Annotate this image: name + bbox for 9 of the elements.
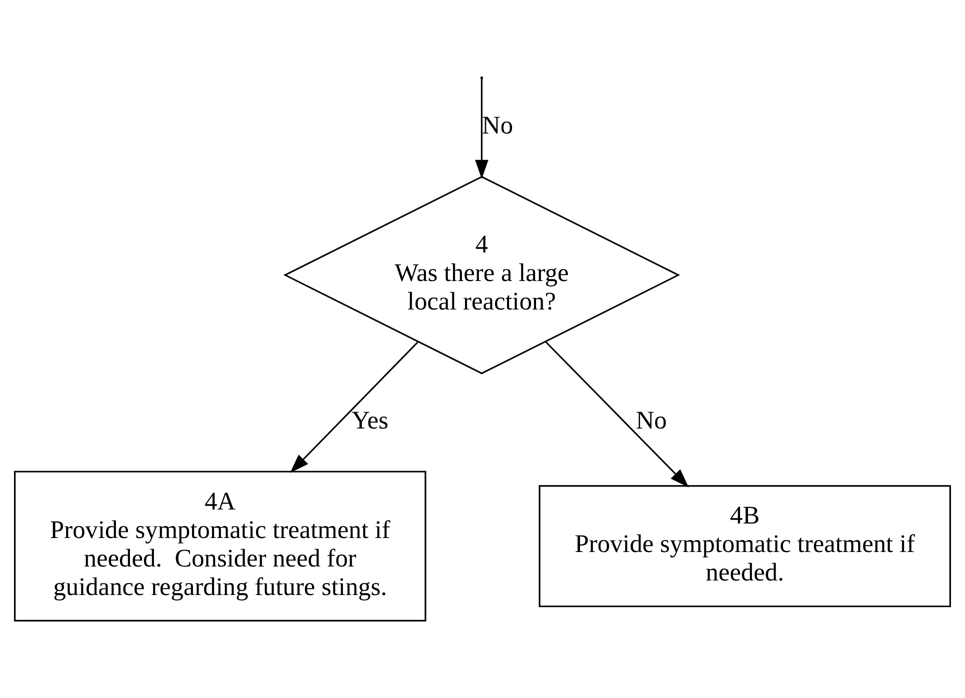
node-diamond: 4 Was there a large local reaction? [283,176,680,374]
edge-label: Yes [351,406,388,435]
edge-label: No [482,112,514,140]
node-box: 4A Provide symptomatic treatment if needed. Consider need for guidance regarding future stings. [14,470,426,622]
node-box: 4B Provide symptomatic treatment if needed. [538,485,951,608]
edge-label: No [636,406,667,435]
arrow [475,78,488,179]
arrow [544,340,689,488]
arrow [290,342,418,473]
